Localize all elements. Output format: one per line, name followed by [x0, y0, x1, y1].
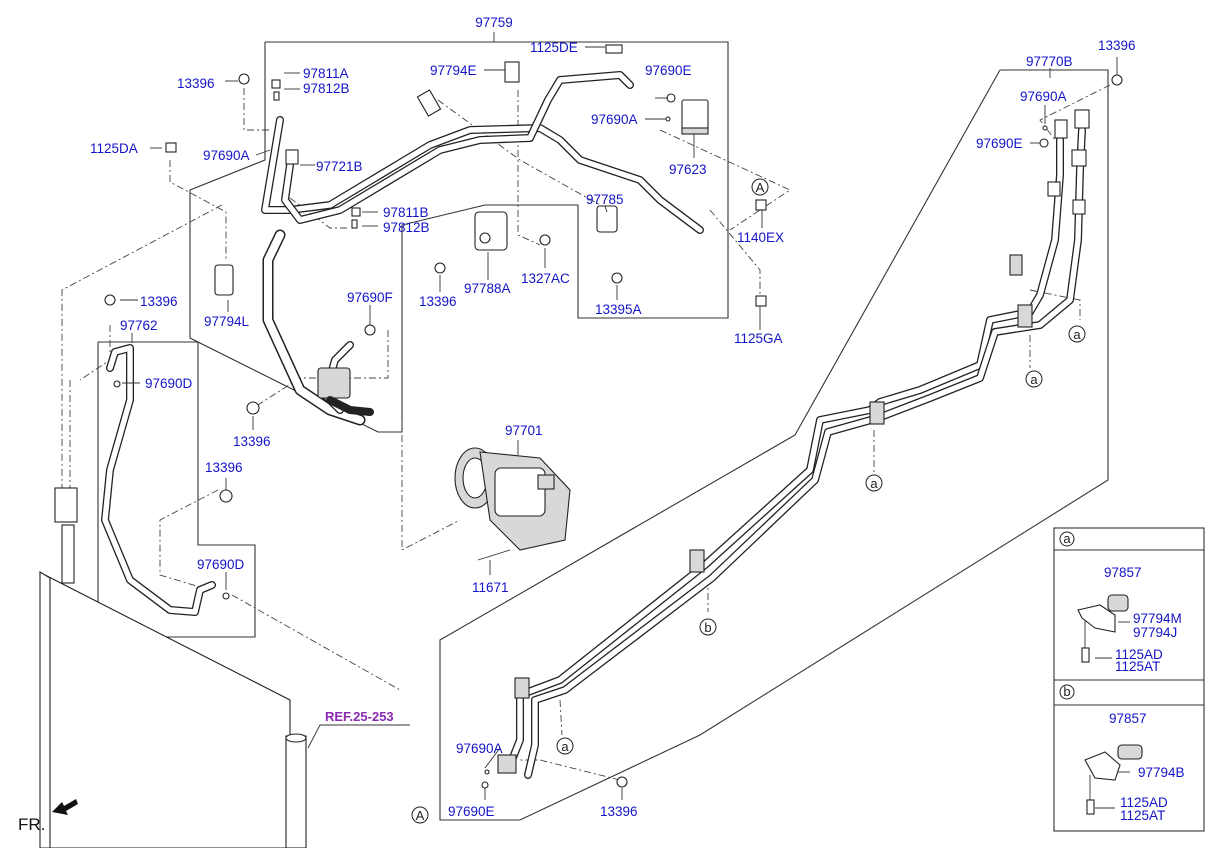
- label-97690A-c: 97690A: [1020, 89, 1067, 104]
- label-13396-b: 13396: [419, 294, 457, 309]
- label-97788A: 97788A: [464, 281, 511, 296]
- label-97762: 97762: [120, 318, 158, 333]
- marker-b-1: b: [699, 618, 717, 636]
- label-97759: 97759: [475, 15, 513, 30]
- svg-text:a: a: [1030, 372, 1038, 387]
- svg-text:A: A: [756, 180, 765, 195]
- label-97721B: 97721B: [316, 159, 363, 174]
- label-13396-c: 13396: [233, 434, 271, 449]
- marker-A-bottom: A: [411, 806, 429, 824]
- label-leaders: [120, 32, 1118, 800]
- detail-box: a b: [1053, 527, 1205, 832]
- detail-b-1125AD: 1125AD: [1120, 795, 1168, 810]
- detail-a-97794M: 97794M: [1133, 611, 1182, 626]
- label-97812B-b: 97812B: [383, 220, 430, 235]
- label-97794E: 97794E: [430, 63, 477, 78]
- label-97690D-b: 97690D: [197, 557, 245, 572]
- detail-a-1125AT: 1125AT: [1115, 659, 1160, 674]
- label-97690D-a: 97690D: [145, 376, 193, 391]
- label-fr: FR.: [18, 815, 45, 834]
- marker-A-top: A: [751, 178, 769, 196]
- detail-b-1125AT: 1125AT: [1120, 808, 1165, 823]
- label-13395A: 13395A: [595, 302, 642, 317]
- label-97690F: 97690F: [347, 290, 393, 305]
- detail-b-97857: 97857: [1109, 711, 1147, 726]
- assembly-frame-97759: [189, 41, 729, 433]
- label-97623: 97623: [669, 162, 707, 177]
- svg-text:A: A: [416, 808, 425, 823]
- svg-text:a: a: [1073, 327, 1081, 342]
- svg-text:b: b: [704, 620, 711, 635]
- dash-dot-leaders: [61, 84, 1111, 781]
- label-97690A-d: 97690A: [456, 741, 503, 756]
- label-97690E-c: 97690E: [448, 804, 495, 819]
- label-1125DE: 1125DE: [530, 40, 578, 55]
- detail-b-title: b: [1063, 684, 1070, 699]
- label-1125DA: 1125DA: [90, 141, 138, 156]
- hose-97759: [104, 44, 767, 503]
- label-97690E-a: 97690E: [645, 63, 692, 78]
- label-13396-d: 13396: [140, 294, 178, 309]
- marker-a-4: a: [556, 737, 574, 755]
- label-97811A: 97811A: [303, 66, 349, 81]
- compressor-97701: [454, 447, 571, 561]
- label-97785: 97785: [586, 192, 624, 207]
- condenser-ref: [39, 487, 410, 848]
- detail-a-title: a: [1063, 531, 1071, 546]
- label-13396-f: 13396: [1098, 38, 1136, 53]
- front-arrow-icon: [52, 799, 78, 815]
- part-labels: 97759 13396 97811A 97812B 1125DA 97690A …: [18, 15, 1136, 834]
- label-13396-e: 13396: [205, 460, 243, 475]
- label-97690A-b: 97690A: [591, 112, 638, 127]
- label-11671: 11671: [472, 580, 509, 595]
- marker-a-2: a: [1025, 370, 1043, 388]
- label-97690A-a: 97690A: [203, 148, 250, 163]
- label-1125GA: 1125GA: [734, 331, 783, 346]
- detail-b-97794B: 97794B: [1138, 765, 1185, 780]
- marker-a-1: a: [1068, 325, 1086, 343]
- marker-a-3: a: [865, 474, 883, 492]
- hose-97762: [101, 344, 230, 616]
- detail-labels: 97857 97794M 97794J 1125AD 1125AT 97857 …: [1104, 565, 1185, 823]
- svg-text:a: a: [870, 476, 878, 491]
- label-ref-25-253: REF.25-253: [325, 709, 394, 724]
- label-97701: 97701: [505, 423, 543, 438]
- svg-text:a: a: [561, 739, 569, 754]
- label-97794L: 97794L: [204, 314, 250, 329]
- label-13396-a: 13396: [177, 76, 215, 91]
- detail-a-97857: 97857: [1104, 565, 1142, 580]
- label-13396-g: 13396: [600, 804, 638, 819]
- detail-a-97794J: 97794J: [1133, 625, 1177, 640]
- assembly-frame-97770B: [439, 69, 1109, 821]
- label-97690E-b: 97690E: [976, 136, 1023, 151]
- label-97811B: 97811B: [383, 205, 429, 220]
- label-97812B-a: 97812B: [303, 81, 350, 96]
- label-1327AC: 1327AC: [521, 271, 570, 286]
- pipe-97770B: [481, 74, 1123, 789]
- detail-a-1125AD: 1125AD: [1115, 647, 1163, 662]
- label-1140EX: 1140EX: [737, 230, 784, 245]
- label-97770B: 97770B: [1026, 54, 1073, 69]
